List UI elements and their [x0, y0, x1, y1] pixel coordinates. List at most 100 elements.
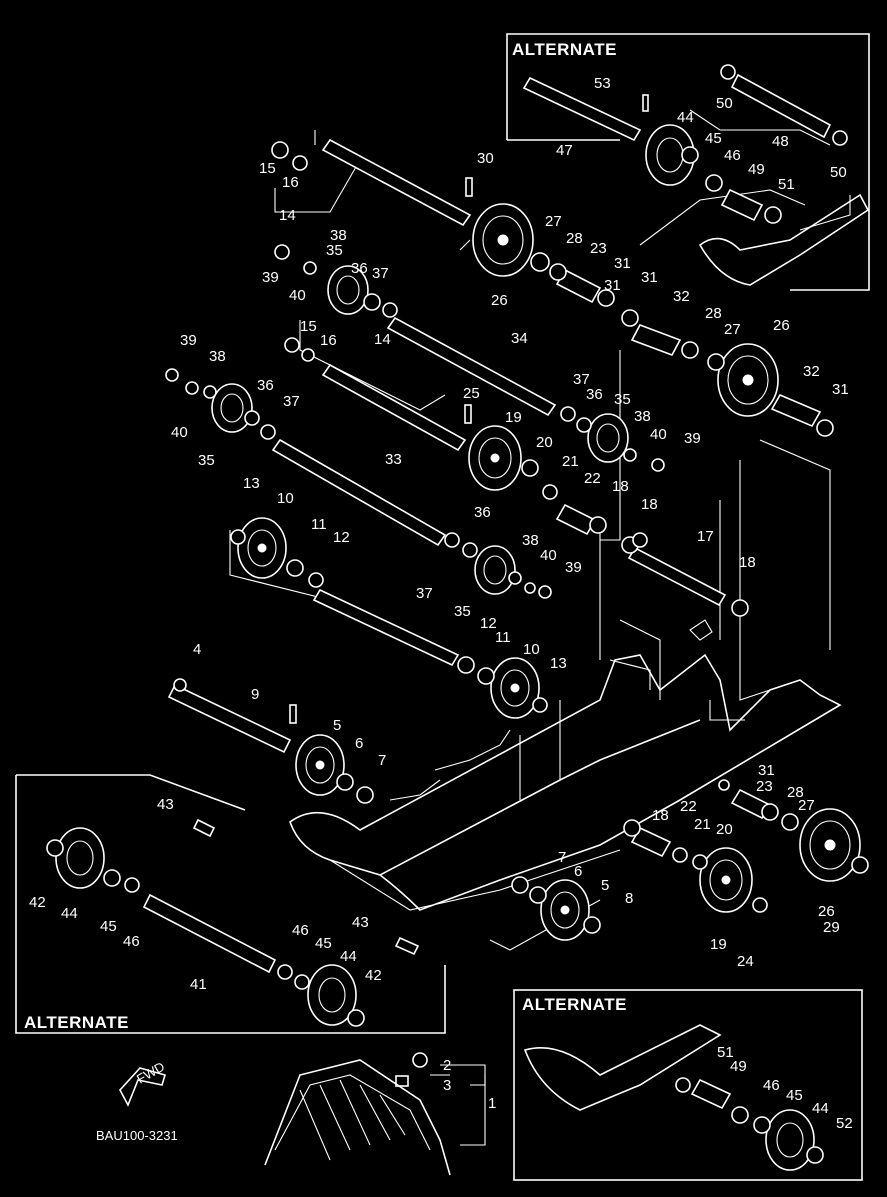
callout-30: 30 [477, 150, 494, 167]
callout-13: 13 [550, 655, 567, 672]
callout-36: 36 [474, 504, 491, 521]
callout-46: 46 [123, 933, 140, 950]
shaft-47 [522, 76, 642, 142]
callout-40: 40 [540, 547, 557, 564]
shaft-33 [271, 438, 447, 547]
callout-39: 39 [684, 430, 701, 447]
alternate-box-top-right: ALTERNATE [506, 33, 870, 291]
callout-16: 16 [282, 174, 299, 191]
callout-24: 24 [737, 953, 754, 970]
callout-20: 20 [536, 434, 553, 451]
callout-38: 38 [522, 532, 539, 549]
wheel-10-left [237, 517, 287, 579]
alternate-label-bottom: ALTERNATE [522, 995, 627, 1014]
callout-37: 37 [573, 371, 590, 388]
shaft-14-mid [321, 363, 467, 452]
shaft-axle-lower [312, 588, 460, 667]
callout-48: 48 [772, 133, 789, 150]
callout-25: 25 [463, 385, 480, 402]
callout-5: 5 [601, 877, 609, 894]
callout-6: 6 [574, 863, 582, 880]
callout-23: 23 [756, 778, 773, 795]
callout-21: 21 [562, 453, 579, 470]
callout-40: 40 [650, 426, 667, 443]
callout-36: 36 [257, 377, 274, 394]
callout-38: 38 [209, 348, 226, 365]
callout-50: 50 [716, 95, 733, 112]
spacer-32-b [770, 393, 822, 428]
callout-14: 14 [279, 207, 296, 224]
callout-50: 50 [830, 164, 847, 181]
callout-39: 39 [180, 332, 197, 349]
wheel-35-d [474, 545, 516, 595]
rail-detail [523, 193, 870, 1111]
rail-frame [289, 439, 842, 911]
callout-2: 2 [443, 1057, 451, 1074]
callout-6: 6 [355, 735, 363, 752]
callout-7: 7 [378, 752, 386, 769]
callout-17: 17 [697, 528, 714, 545]
fwd-arrow-icon: FWD [119, 1059, 167, 1107]
callout-10: 10 [277, 490, 294, 507]
sprocket-44-left [55, 827, 105, 889]
callout-44: 44 [677, 109, 694, 126]
callout-49: 49 [748, 161, 765, 178]
callout-32: 32 [803, 363, 820, 380]
callout-45: 45 [100, 918, 117, 935]
callout-41: 41 [190, 976, 207, 993]
callout-19: 19 [710, 936, 727, 953]
callout-33: 33 [385, 451, 402, 468]
shaft-14-upper [321, 138, 472, 227]
callout-21: 21 [694, 816, 711, 833]
callout-42: 42 [365, 967, 382, 984]
callout-43: 43 [352, 914, 369, 931]
callout-12: 12 [480, 615, 497, 632]
callout-32: 32 [673, 288, 690, 305]
drawing-code: BAU100-3231 [96, 1128, 178, 1143]
callout-53: 53 [594, 75, 611, 92]
callout-26: 26 [773, 317, 790, 334]
callout-45: 45 [315, 935, 332, 952]
callout-20: 20 [716, 821, 733, 838]
alternate-label-top: ALTERNATE [512, 40, 617, 59]
spacer-49 [720, 188, 764, 222]
callout-31: 31 [758, 762, 775, 779]
shaft-34 [386, 316, 557, 417]
callout-26: 26 [491, 292, 508, 309]
callout-15: 15 [259, 160, 276, 177]
callout-26: 26 [818, 903, 835, 920]
callout-23: 23 [590, 240, 607, 257]
callout-40: 40 [289, 287, 306, 304]
callout-46: 46 [724, 147, 741, 164]
callout-15: 15 [300, 318, 317, 335]
callout-18: 18 [612, 478, 629, 495]
callout-44: 44 [340, 948, 357, 965]
wheel-26-top [472, 203, 534, 277]
callout-38: 38 [330, 227, 347, 244]
callout-14: 14 [374, 331, 391, 348]
wheel-26-right [717, 343, 779, 417]
callout-12: 12 [333, 529, 350, 546]
callout-11: 11 [495, 629, 511, 646]
callout-1: 1 [488, 1095, 496, 1112]
alternate-box-bottom-right: ALTERNATE [513, 989, 863, 1181]
callout-28: 28 [566, 230, 583, 247]
shaft-4 [167, 683, 292, 754]
callout-49: 49 [730, 1058, 747, 1075]
callout-28: 28 [787, 784, 804, 801]
wheel-5-lower [540, 879, 590, 941]
callout-18: 18 [641, 496, 658, 513]
callout-39: 39 [565, 559, 582, 576]
shaft-48 [730, 73, 832, 139]
callout-8: 8 [625, 890, 633, 907]
callout-19: 19 [505, 409, 522, 426]
callout-3: 3 [443, 1077, 451, 1094]
spacer-32-a [630, 324, 682, 356]
callout-36: 36 [351, 260, 368, 277]
callout-34: 34 [511, 330, 528, 347]
callout-28: 28 [705, 305, 722, 322]
callout-7: 7 [558, 849, 566, 866]
callout-11: 11 [311, 516, 327, 533]
callout-27: 27 [545, 213, 562, 230]
callout-46: 46 [763, 1077, 780, 1094]
